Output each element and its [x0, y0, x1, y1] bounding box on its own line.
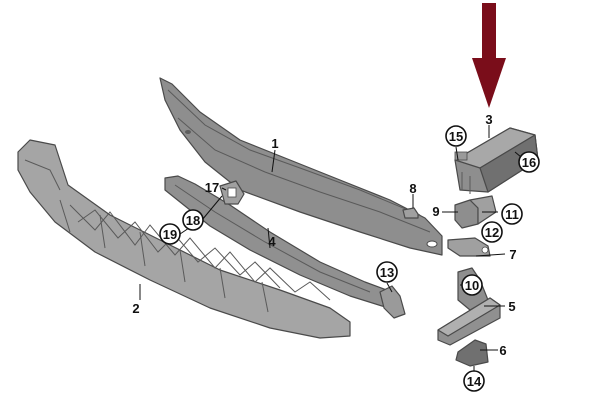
callout-17: 17 — [205, 180, 219, 195]
callout-2: 2 — [132, 301, 139, 316]
callout-10: 10 — [465, 278, 479, 293]
callout-4: 4 — [268, 234, 276, 249]
callout-12: 12 — [485, 225, 499, 240]
callout-6: 6 — [499, 343, 506, 358]
part-6-end-cap — [455, 339, 489, 367]
leader-lines — [139, 125, 528, 372]
callout-circles — [159, 125, 540, 392]
callout-5: 5 — [508, 299, 515, 314]
callout-19: 19 — [163, 227, 177, 242]
callout-11: 11 — [505, 207, 519, 222]
callout-7: 7 — [509, 247, 516, 262]
honeycomb-pattern — [59, 199, 331, 313]
callout-3: 3 — [485, 112, 492, 127]
callout-18: 18 — [186, 213, 200, 228]
callout-15: 15 — [449, 129, 463, 144]
part-13-end-clip — [379, 285, 406, 319]
part-8-clip — [402, 207, 419, 219]
callout-14: 14 — [467, 374, 482, 389]
part-1-bumper-carrier — [159, 77, 443, 256]
callout-1: 1 — [271, 136, 278, 151]
part-7-clip — [447, 237, 491, 257]
callout-8: 8 — [409, 181, 416, 196]
part-2-energy-absorber — [17, 139, 351, 339]
callout-13: 13 — [380, 265, 394, 280]
callout-16: 16 — [522, 155, 536, 170]
callout-9: 9 — [432, 204, 439, 219]
down-arrow-icon — [472, 3, 506, 108]
